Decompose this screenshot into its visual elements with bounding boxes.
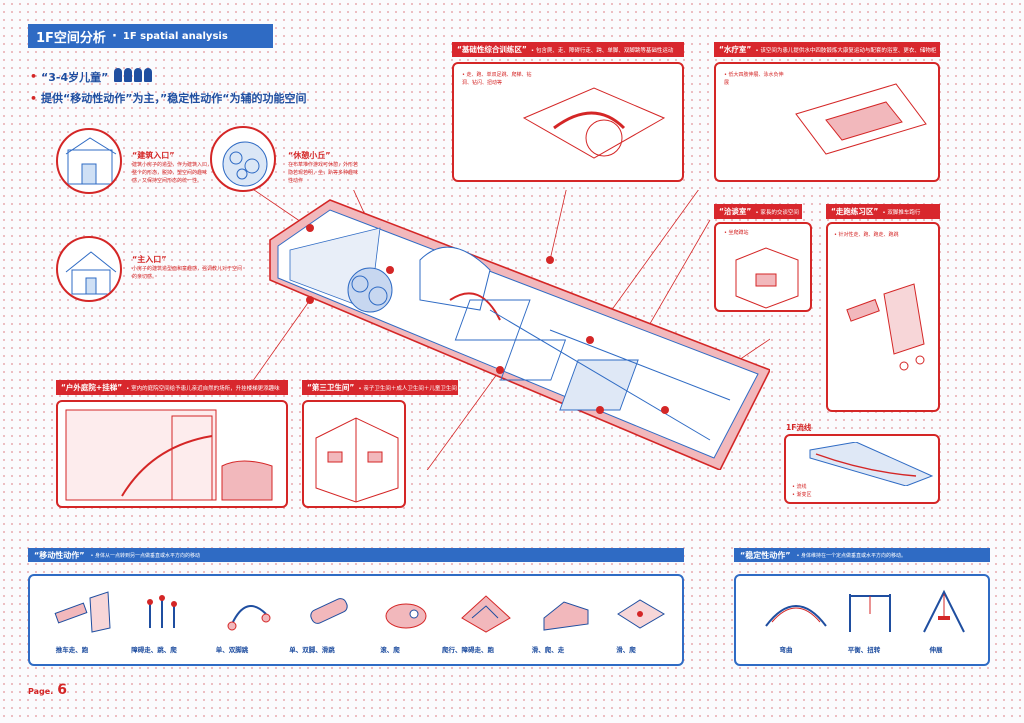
tag-outdoor-yard: “户外庭院+挂梯” • 室内的庭院空间给予患儿亲近自然的场所，升挂楼梯更添趣味 [56, 380, 288, 395]
main-entrance-vignette [56, 236, 122, 302]
mobile-label-6: 滑、爬、走 [531, 646, 565, 654]
age-text: “3-4岁儿童” [41, 70, 109, 84]
axonometric-floor-plan [250, 190, 770, 470]
page-label: Page. [28, 687, 54, 696]
mobile-actions-bar: “移动性动作” • 身体从一点转到另一点做垂直或水平方向的移动 [28, 548, 684, 562]
mobile-actions-panel: 推车走、跑 障碍走、跳、爬 单、双脚跳 单、双脚、滑跳 滚、爬 爬行、障碍走、跑… [28, 574, 684, 666]
action-icon-slide-climb [543, 601, 589, 631]
page-title-bar: 1F空间分析 · 1F spatial analysis [28, 24, 273, 48]
hydrotherapy-illustration [795, 83, 927, 155]
action-icon-obstacle [147, 595, 177, 628]
run-practice-illustration [846, 283, 925, 371]
panel-hydrotherapy: • 低大四肢伸展、泳水负伸展 [714, 62, 940, 182]
mobile-label-0: 推车走、跑 [55, 646, 89, 654]
stable-label-1: 平衡、扭转 [847, 646, 881, 654]
stable-label-2: 伸展 [929, 646, 943, 654]
flow-legend-line: • 流线 [792, 484, 807, 490]
outdoor-yard-illustration [65, 409, 273, 501]
building-entrance-vignette [56, 128, 122, 194]
panel-flow: • 流线 • 渐变区 [784, 434, 940, 504]
page-title: 1F空间分析 [36, 30, 106, 46]
action-icon-slide-jump [310, 598, 348, 624]
title-separator: · [111, 28, 117, 44]
third-toilet-illustration [315, 417, 399, 503]
mobile-action-icons [54, 591, 665, 633]
mobile-label-1: 障碍走、跳、爬 [131, 646, 177, 654]
tag-hydrotherapy: “水疗室” • 该空间为患儿提供水中四肢锻炼大康复运动与配套的浴室、更衣、储物柜 [714, 42, 940, 57]
action-icon-balance [849, 594, 891, 632]
action-icon-stretch [923, 589, 965, 633]
action-icon-roll [385, 603, 427, 629]
bullet-age: • “3-4岁儿童” [30, 68, 153, 85]
mobile-label-4: 滚、爬 [380, 646, 400, 654]
action-icon-push-run [54, 591, 111, 633]
panel-outdoor-yard [56, 400, 288, 508]
mobile-label-2: 单、双脚跳 [215, 646, 249, 654]
stable-action-icons [765, 589, 965, 633]
callout-main-entrance: “主入口” 小房子的建筑造型面和童趣感，强调教儿对于空间的亲切感。 [132, 255, 243, 280]
panel-talk-room: • 坐爬蹲站 [714, 222, 812, 312]
page-subtitle: 1F spatial analysis [122, 30, 228, 42]
action-icon-bend [765, 605, 827, 627]
rest-hill-vignette [210, 126, 276, 192]
mobile-label-7: 滑、爬 [616, 646, 636, 654]
callout-rest-hill: “休憩小丘” 在布草堆作游戏可休憩，外形若隐若现若明，坐，趴等多种趣味性动作 [288, 151, 359, 184]
action-icon-jump [227, 605, 271, 631]
stable-label-0: 弯曲 [779, 646, 793, 654]
location-markers [306, 224, 669, 414]
mobile-label-5: 爬行、障碍走、跑 [442, 646, 494, 654]
children-icon [112, 68, 153, 85]
talk-room-illustration [735, 247, 799, 309]
page-number: 6 [57, 682, 67, 698]
tag-run-practice: “走跑练习区” • 双脚推车跑行 [826, 204, 940, 219]
panel-training-zone: • 走、跑、单双足跳、爬梯、钻洞、钻闪、扭动等 [452, 62, 684, 182]
callout-building-entrance: “建筑入口” 建筑小房子的造型，作为建筑入口，整个的形态，脱掉，塑空间的趣味感，… [132, 151, 213, 184]
bullet-function: • 提供“移动性动作”为主，”稳定性动作“为辅的功能空间 [30, 91, 307, 106]
flow-legend-zone: • 渐变区 [792, 492, 812, 498]
mobile-label-3: 单、双脚、滑跳 [289, 646, 335, 654]
stable-actions-bar: “稳定性动作” • 身体维持在一个定点做垂直或水平方向的移动。 [734, 548, 990, 562]
action-icon-crawl [461, 595, 511, 633]
training-zone-illustration [522, 87, 666, 159]
stable-actions-panel: 弯曲 平衡、扭转 伸展 [734, 574, 990, 666]
flow-diagram [809, 442, 934, 486]
panel-run-practice: • 针对性走、跑、跑走、跑跳 [826, 222, 940, 412]
flow-title: 1F流线 [786, 423, 812, 432]
tag-training-zone: “基础性综合训练区” • 包含爬、走、障碍行走、跨、单脚、双脚跳等基础性运动 [452, 42, 684, 57]
function-text: 提供“移动性动作”为主，”稳定性动作“为辅的功能空间 [41, 92, 307, 105]
tag-third-toilet: “第三卫生间” • 亲子卫生间＋成人卫生间＋儿童卫生间 [302, 380, 458, 395]
tag-talk-room: “洽谈室” • 家長的交谈空间 [714, 204, 802, 219]
action-icon-slide [617, 599, 665, 629]
panel-third-toilet [302, 400, 406, 508]
building-volume [269, 199, 770, 470]
page-footer: Page. 6 [28, 682, 67, 698]
